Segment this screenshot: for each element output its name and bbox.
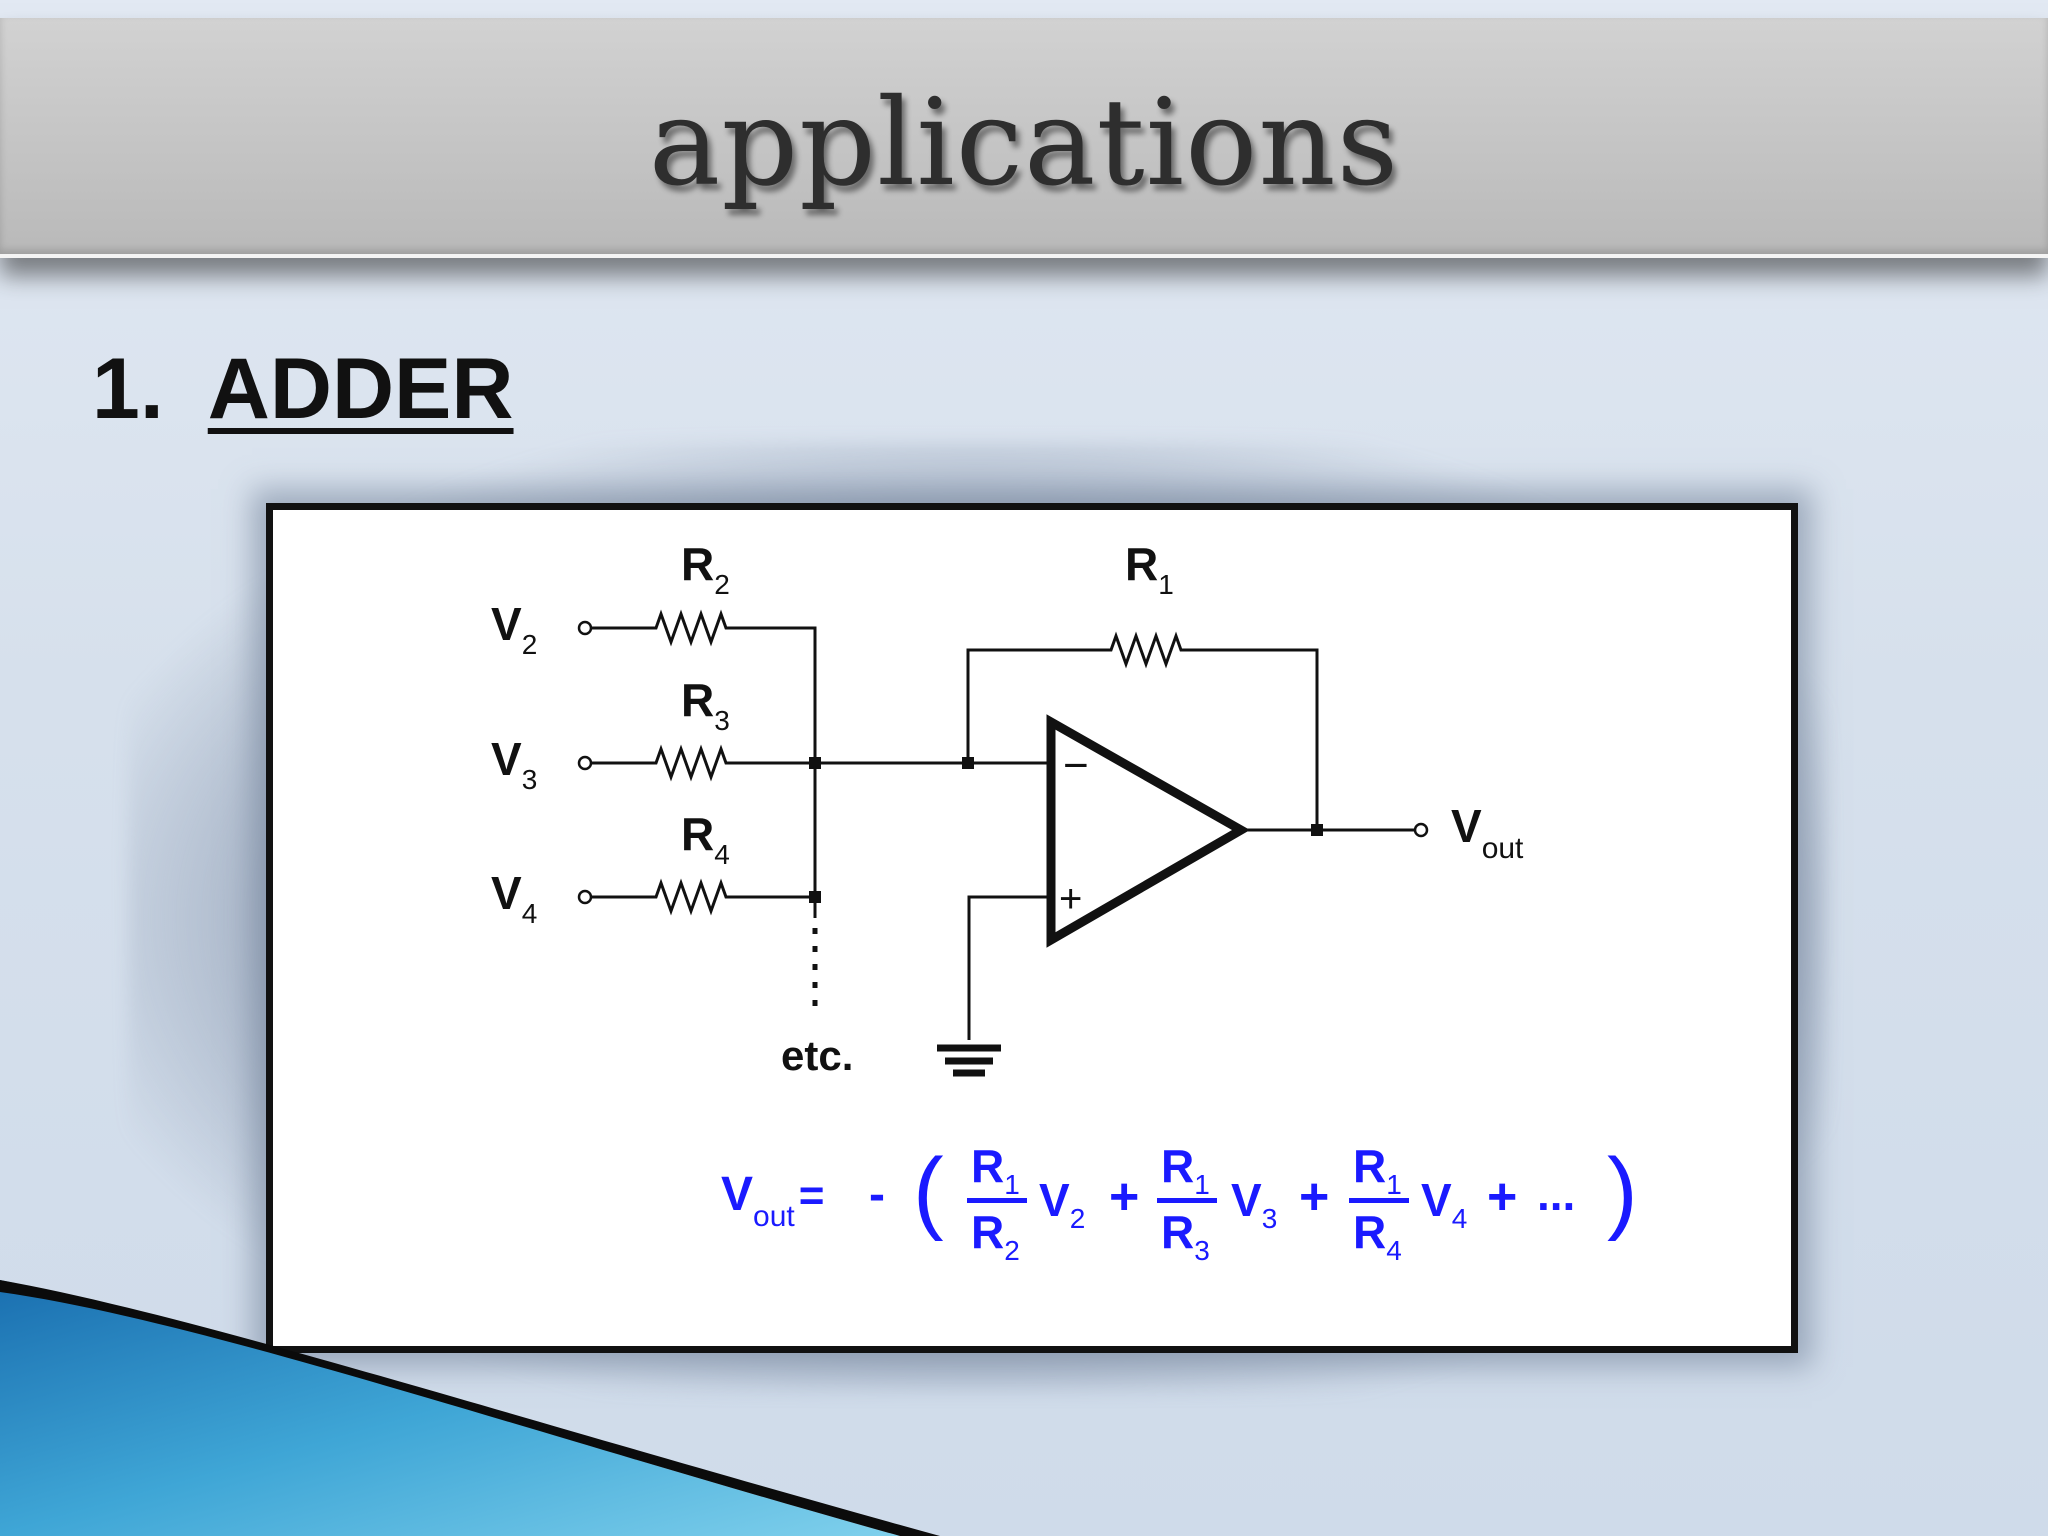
ground-icon [937, 1044, 1001, 1077]
term2-denominator: R3 [1161, 1206, 1210, 1266]
resistor-label-r3: R3 [681, 674, 730, 736]
resistor-label-r1: R1 [1125, 538, 1174, 600]
resistor-label-r4: R4 [681, 808, 730, 870]
output-formula: Vout= - ( R1 R2 V2 + R1 R3 V3 + R1 R4 V4… [721, 1140, 1638, 1266]
formula-plus-1: + [1109, 1168, 1139, 1226]
junction-dots [809, 757, 1323, 903]
feedback-wire [966, 631, 1319, 830]
circuit-figure: − + V2 V3 V4 R2 R3 R4 R1 Vout etc. Vout=… [266, 503, 1798, 1353]
term3-fraction-bar [1349, 1198, 1409, 1203]
input-wire-v4 [591, 878, 815, 916]
formula-lhs: Vout= [721, 1168, 824, 1233]
term1-denominator: R2 [971, 1206, 1020, 1266]
term1-numerator: R1 [971, 1140, 1020, 1200]
input-wire-v2 [591, 609, 817, 918]
op-amp-triangle [1046, 714, 1251, 948]
formula-plus-3: + [1487, 1168, 1517, 1226]
formula-plus-2: + [1299, 1168, 1329, 1226]
formula-negation: - [869, 1168, 885, 1221]
section-number: 1. [92, 341, 164, 437]
term1-variable: V2 [1039, 1174, 1085, 1234]
formula-open-paren: ( [913, 1140, 944, 1242]
ground-wire [967, 895, 1048, 1040]
inverting-sign: − [1063, 741, 1089, 790]
term2-variable: V3 [1231, 1174, 1277, 1234]
term2-numerator: R1 [1161, 1140, 1210, 1200]
term3-variable: V4 [1421, 1174, 1467, 1234]
term3-denominator: R4 [1353, 1206, 1402, 1266]
section-label: ADDER [207, 341, 514, 437]
output-label: Vout [1451, 800, 1524, 865]
adder-circuit-diagram: − + V2 V3 V4 R2 R3 R4 R1 Vout etc. Vout=… [491, 538, 1638, 1266]
term3-numerator: R1 [1353, 1140, 1402, 1200]
resistor-label-r2: R2 [681, 538, 730, 600]
term1-fraction-bar [967, 1198, 1027, 1203]
input-wire-v3 [591, 744, 815, 782]
formula-ellipsis: ... [1537, 1168, 1575, 1220]
continuation-label: etc. [781, 1032, 853, 1079]
section-heading: 1. ADDER [92, 340, 514, 439]
term2-fraction-bar [1157, 1198, 1217, 1203]
noninverting-sign: + [1059, 877, 1082, 921]
input-label-v2: V2 [491, 598, 537, 660]
slide-title: applications [648, 74, 1400, 213]
input-label-v4: V4 [491, 867, 537, 929]
formula-close-paren: ) [1607, 1140, 1638, 1242]
decorative-swoosh [0, 1280, 940, 1536]
input-label-v3: V3 [491, 733, 537, 795]
title-banner: applications [0, 18, 2048, 258]
terminals [577, 620, 1429, 905]
